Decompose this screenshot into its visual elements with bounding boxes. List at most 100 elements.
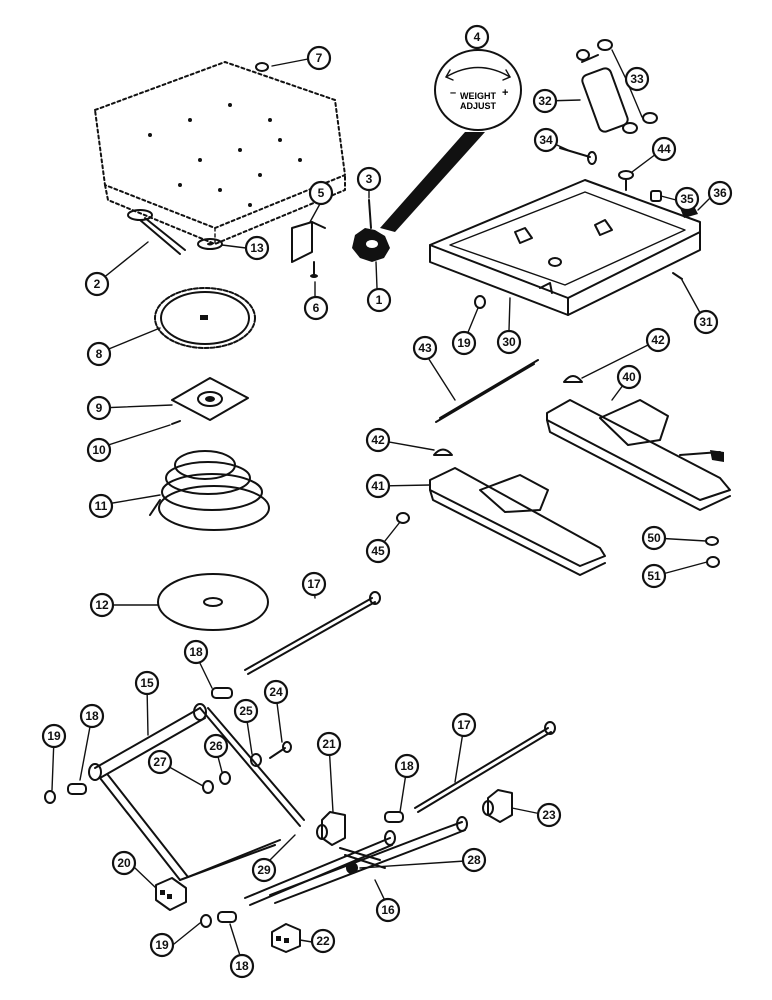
- svg-text:32: 32: [538, 94, 552, 108]
- svg-text:18: 18: [189, 645, 203, 659]
- callout-13: 13: [244, 235, 270, 261]
- svg-text:17: 17: [457, 718, 471, 732]
- callout-3: 3: [356, 166, 382, 192]
- seat-pan: [94, 61, 346, 245]
- washer-part-50: [705, 536, 719, 546]
- callout-24: 24: [263, 679, 289, 705]
- bracket-part: [291, 221, 326, 263]
- svg-text:5: 5: [318, 186, 325, 200]
- callout-18-b: 18: [79, 703, 105, 729]
- washer-part-19-b: [200, 914, 212, 928]
- slide-rail-right: [546, 399, 731, 511]
- svg-text:42: 42: [371, 433, 385, 447]
- callout-42-upper: 42: [645, 327, 671, 353]
- nut-part-45: [396, 512, 410, 524]
- plus-sign: +: [502, 87, 508, 99]
- callout-44: 44: [651, 136, 677, 162]
- svg-text:6: 6: [313, 301, 320, 315]
- callout-5: 5: [308, 180, 334, 206]
- block-part-23: [482, 789, 513, 823]
- svg-text:34: 34: [539, 133, 553, 147]
- svg-text:18: 18: [235, 959, 249, 973]
- callout-28: 28: [461, 847, 487, 873]
- shock-absorber-part: [576, 39, 658, 134]
- callout-12: 12: [89, 592, 115, 618]
- callout-35: 35: [674, 186, 700, 212]
- callout-33: 33: [624, 66, 650, 92]
- slide-rail-left: [429, 467, 606, 576]
- callout-21: 21: [316, 731, 342, 757]
- callout-31: 31: [693, 309, 719, 335]
- callout-30: 30: [496, 329, 522, 355]
- bushing-part-18-c: [384, 811, 404, 823]
- callout-50: 50: [641, 525, 667, 551]
- svg-text:9: 9: [96, 401, 103, 415]
- nut-part-35: [650, 190, 662, 202]
- svg-text:36: 36: [713, 186, 727, 200]
- rod-part-17-upper: [244, 591, 381, 675]
- weight-label: WEIGHT: [460, 91, 496, 101]
- spring-part: [149, 450, 270, 531]
- callout-10: 10: [86, 437, 112, 463]
- callout-40: 40: [616, 364, 642, 390]
- adjust-label: ADJUST: [460, 101, 497, 111]
- svg-text:22: 22: [316, 934, 330, 948]
- svg-text:19: 19: [155, 938, 169, 952]
- callout-19-b: 19: [451, 330, 477, 356]
- svg-text:33: 33: [630, 72, 644, 86]
- callout-23: 23: [536, 802, 562, 828]
- pin-part-31: [672, 272, 683, 280]
- disc-part: [157, 573, 269, 631]
- callout-1: 1: [366, 287, 392, 313]
- callout-19-a: 19: [41, 723, 67, 749]
- callout-17-lower: 17: [451, 712, 477, 738]
- svg-text:11: 11: [95, 499, 108, 513]
- svg-text:40: 40: [622, 370, 636, 384]
- svg-text:19: 19: [47, 729, 61, 743]
- rod-part-43: [435, 359, 539, 423]
- bolt-part-24: [269, 741, 292, 759]
- svg-text:7: 7: [316, 51, 323, 65]
- washer-part: [197, 238, 223, 250]
- svg-text:35: 35: [680, 192, 694, 206]
- callout-26: 26: [203, 733, 229, 759]
- stud-part: [127, 209, 186, 255]
- bolt-part-34: [559, 147, 597, 165]
- svg-text:16: 16: [381, 903, 395, 917]
- svg-text:45: 45: [371, 544, 385, 558]
- svg-text:41: 41: [371, 479, 385, 493]
- cap-part-42-lower: [433, 448, 453, 456]
- svg-text:23: 23: [542, 808, 556, 822]
- bushing-part-19-top: [474, 295, 486, 309]
- callout-18-d: 18: [229, 953, 255, 979]
- callout-19-c: 19: [149, 932, 175, 958]
- callout-17-upper: 17: [301, 571, 327, 597]
- svg-text:1: 1: [376, 293, 383, 307]
- washer-part-25: [250, 753, 262, 767]
- svg-text:27: 27: [153, 755, 167, 769]
- plate-part: [171, 377, 249, 421]
- callout-11: 11: [88, 493, 114, 519]
- callout-2: 2: [84, 271, 110, 297]
- svg-text:4: 4: [474, 30, 481, 44]
- base-frame: [429, 179, 701, 316]
- callout-25: 25: [233, 698, 259, 724]
- gear-part: [154, 287, 256, 349]
- callout-7: 7: [306, 45, 332, 71]
- block-part-22: [271, 923, 301, 953]
- washer-part-27: [202, 780, 214, 794]
- svg-text:2: 2: [94, 277, 101, 291]
- knob-part: [352, 228, 390, 262]
- minus-sign: –: [450, 87, 456, 99]
- bolt-part-44: [618, 170, 634, 191]
- callout-29: 29: [251, 857, 277, 883]
- svg-text:17: 17: [307, 577, 321, 591]
- svg-text:8: 8: [96, 347, 103, 361]
- svg-text:24: 24: [269, 685, 283, 699]
- callout-22: 22: [310, 928, 336, 954]
- svg-text:50: 50: [647, 531, 661, 545]
- svg-text:44: 44: [657, 142, 671, 156]
- bushing-part-18-b: [67, 783, 87, 795]
- callout-41: 41: [365, 473, 391, 499]
